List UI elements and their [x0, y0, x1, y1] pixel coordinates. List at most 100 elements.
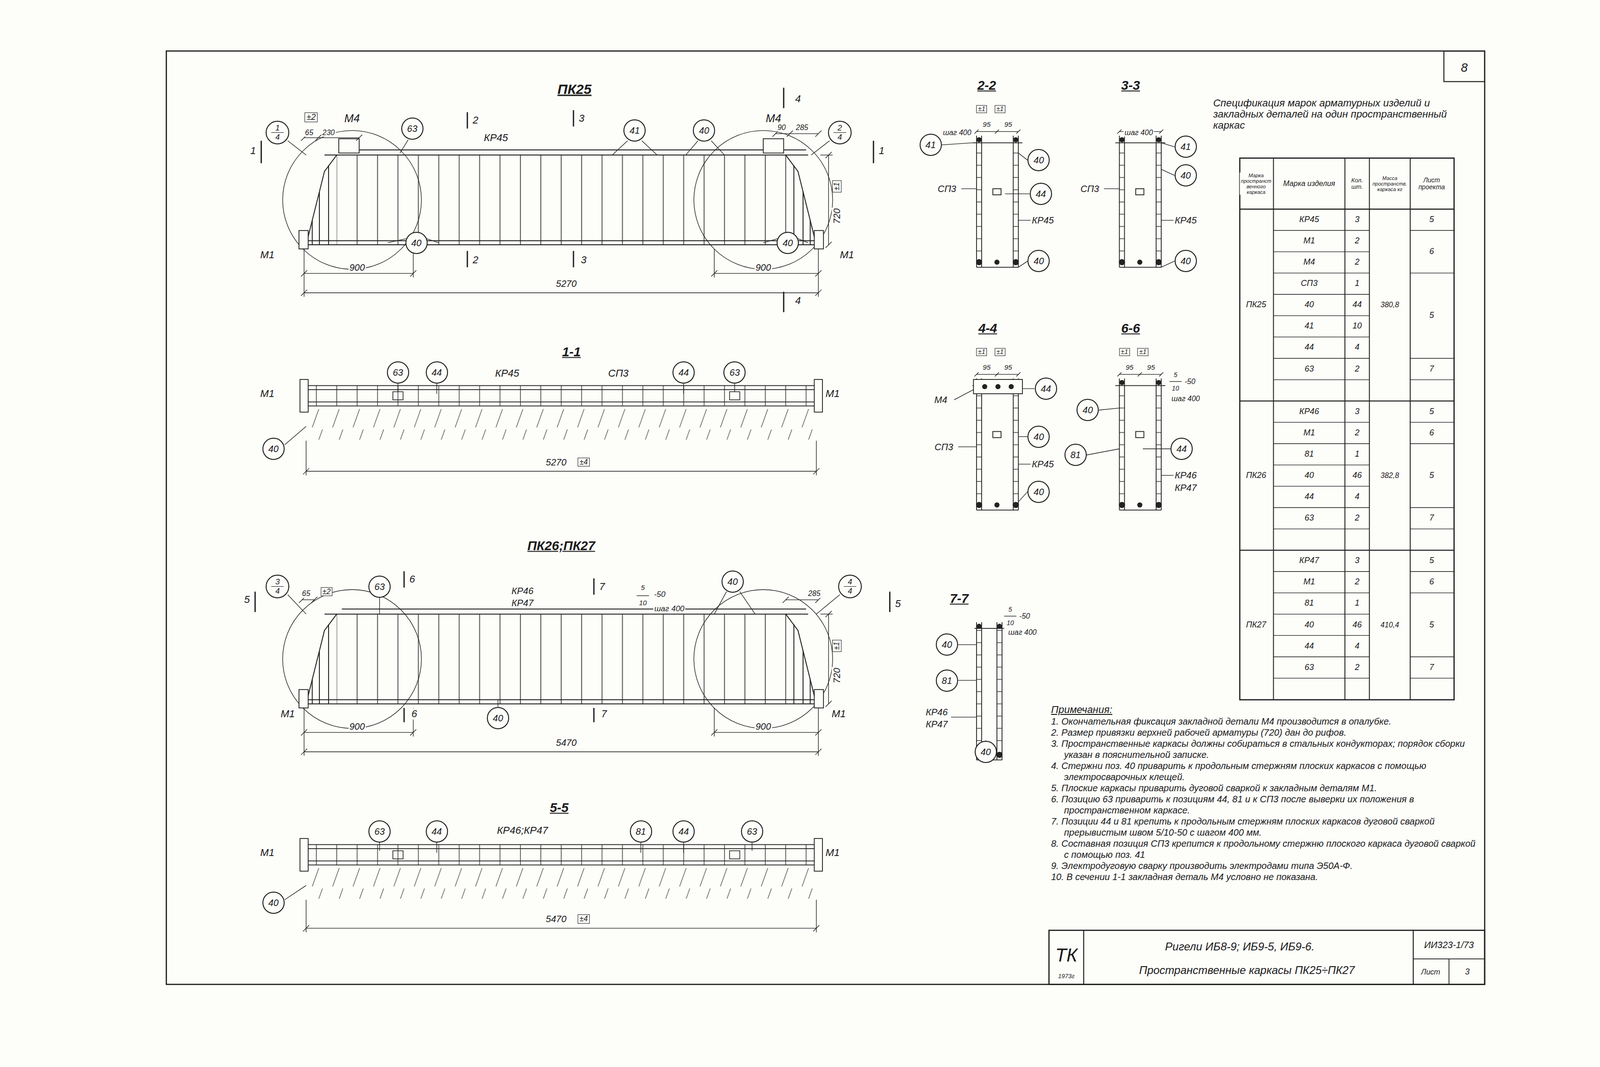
title-block-text: 8 — [1460, 60, 1469, 75]
callout-number: 4 — [847, 578, 853, 586]
table-cell: КР47 — [1298, 556, 1320, 566]
notes-block: Примечания:1. Окончательная фиксация зак… — [1051, 703, 1480, 883]
drawing-label: 10 — [1005, 619, 1015, 627]
callout-number: 44 — [1035, 189, 1046, 199]
table-cell: 81 — [1303, 599, 1315, 609]
drawing-label: КР46;КР47 — [496, 825, 549, 837]
table-cell: ПК25 — [1245, 300, 1268, 310]
callout-circle: 14 — [265, 120, 290, 145]
drawing-label: 3 — [578, 112, 586, 125]
drawing-label: 90 — [776, 123, 787, 132]
callout-circle: 40 — [1174, 249, 1197, 273]
callout-circle: 63 — [368, 820, 391, 843]
drawing-label: 10 — [1170, 385, 1181, 393]
callout-circle: 63 — [740, 820, 764, 843]
drawing-label: 1-1 — [560, 344, 582, 360]
callout-circle: 41 — [919, 133, 942, 156]
callout-number: 44 — [1176, 444, 1187, 454]
drawing-label: М1 — [259, 388, 276, 400]
title-block-text: ИИ323-1/73 — [1423, 940, 1476, 951]
drawing-label: -50 — [653, 590, 667, 600]
callout-number: 44 — [678, 367, 689, 378]
callout-circle: 63 — [386, 361, 410, 384]
drawing-label: М1 — [830, 708, 847, 720]
table-cell: 5 — [1428, 311, 1435, 321]
callout-number: 81 — [1070, 450, 1081, 460]
drawing-label: 6 — [408, 573, 417, 586]
table-cell: КР45 — [1298, 215, 1320, 225]
callout-number: 63 — [407, 124, 418, 134]
table-cell: Кол. шт. — [1345, 177, 1369, 191]
table-cell: 410,4 — [1379, 621, 1401, 630]
table-cell: 5 — [1428, 620, 1435, 630]
drawing-label: КР45 — [1031, 215, 1055, 226]
callout-circle: 40 — [1076, 398, 1099, 422]
drawing-label: 5-5 — [548, 801, 570, 816]
callout-circle: 44 — [672, 361, 695, 384]
drawing-label: 5 — [640, 584, 646, 592]
callout-circle: 40 — [692, 119, 716, 142]
drawing-label: шаг 400 — [1170, 394, 1201, 404]
callout-number: 40 — [1082, 405, 1093, 415]
drawing-label: 5270 — [544, 457, 568, 468]
callout-circle: 44 — [1034, 377, 1058, 400]
callout-number: 41 — [629, 125, 640, 136]
callout-number: 40 — [492, 713, 504, 723]
table-cell: 2 — [1353, 364, 1361, 374]
table-cell: 44 — [1303, 343, 1315, 353]
callout-number: 4 — [837, 133, 842, 142]
table-cell: 5 — [1428, 215, 1435, 225]
callout-number: 63 — [374, 582, 385, 592]
note: 8. Составная позиция СП3 крепится к прод… — [1051, 838, 1480, 861]
callout-number: 4 — [847, 587, 853, 596]
callout-number: 40 — [782, 238, 793, 248]
drawing-label: СП3 — [936, 183, 958, 194]
table-cell: 1 — [1353, 279, 1361, 289]
drawing-label: 5 — [1007, 606, 1014, 614]
table-cell: 3 — [1353, 215, 1361, 225]
callout-number: 40 — [1180, 170, 1191, 181]
callout-circle: 81 — [935, 669, 959, 692]
callout-circle: 63 — [401, 117, 424, 140]
drawing-label: 2 — [471, 114, 480, 126]
table-cell: 44 — [1303, 641, 1315, 652]
callout-circle: 81 — [1064, 443, 1087, 467]
drawing-label: КР45 — [1173, 215, 1198, 226]
drawing-label: ±1 — [976, 348, 987, 356]
drawing-label: ±4 — [577, 915, 590, 925]
drawing-label: М1 — [839, 249, 856, 261]
drawing-label: 4-4 — [977, 321, 998, 337]
drawing-label: ±1 — [994, 348, 1006, 356]
title-block-text: 1973г — [1057, 973, 1076, 980]
drawing-label: 5470 — [544, 914, 568, 925]
note: 2. Размер привязки верхней рабочей армат… — [1051, 727, 1480, 739]
callout-circle: 40 — [776, 231, 799, 255]
table-cell: М1 — [1302, 236, 1316, 246]
title-block-text: Лист — [1419, 968, 1441, 977]
table-cell: СП3 — [1300, 279, 1319, 289]
callout-number: 44 — [431, 827, 442, 837]
callout-circle: 44 — [425, 361, 449, 384]
drawing-label: 3 — [579, 254, 588, 266]
note: 3. Пространственные каркасы должны собир… — [1051, 738, 1480, 761]
callout-circle: 40 — [721, 570, 744, 593]
table-cell: 382,8 — [1379, 471, 1401, 480]
table-cell: 1 — [1353, 599, 1361, 609]
drawing-label: 95 — [1003, 363, 1014, 372]
table-cell: 41 — [1303, 321, 1315, 331]
table-cell: 46 — [1351, 471, 1363, 481]
callout-circle: 44 — [1029, 182, 1053, 206]
callout-circle: 40 — [1027, 480, 1050, 504]
callout-number: 40 — [941, 640, 953, 650]
table-cell: 4 — [1353, 492, 1361, 502]
table-cell: 6 — [1428, 247, 1435, 257]
callout-number: 81 — [941, 676, 953, 686]
callout-divider — [271, 132, 284, 133]
drawing-label: 1 — [877, 145, 886, 157]
drawing-label: КР47 — [1173, 482, 1198, 493]
callout-number: 44 — [678, 827, 689, 837]
callout-number: 41 — [1180, 142, 1191, 152]
table-cell: 7 — [1428, 513, 1435, 523]
